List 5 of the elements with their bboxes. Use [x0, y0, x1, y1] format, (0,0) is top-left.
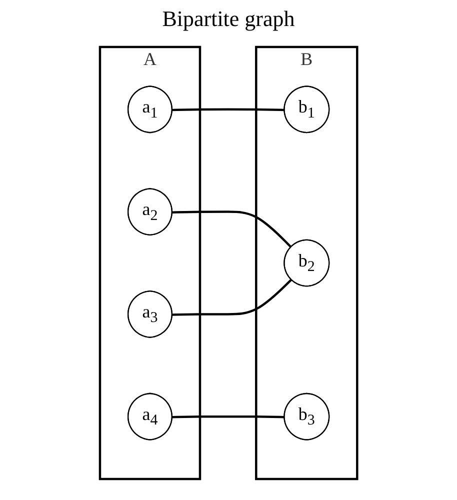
- connector: [172, 210, 292, 248]
- diagram-title: Bipartite graph: [161, 6, 296, 32]
- connector: [172, 108, 285, 112]
- connector: [172, 415, 285, 418]
- connector: [172, 278, 292, 316]
